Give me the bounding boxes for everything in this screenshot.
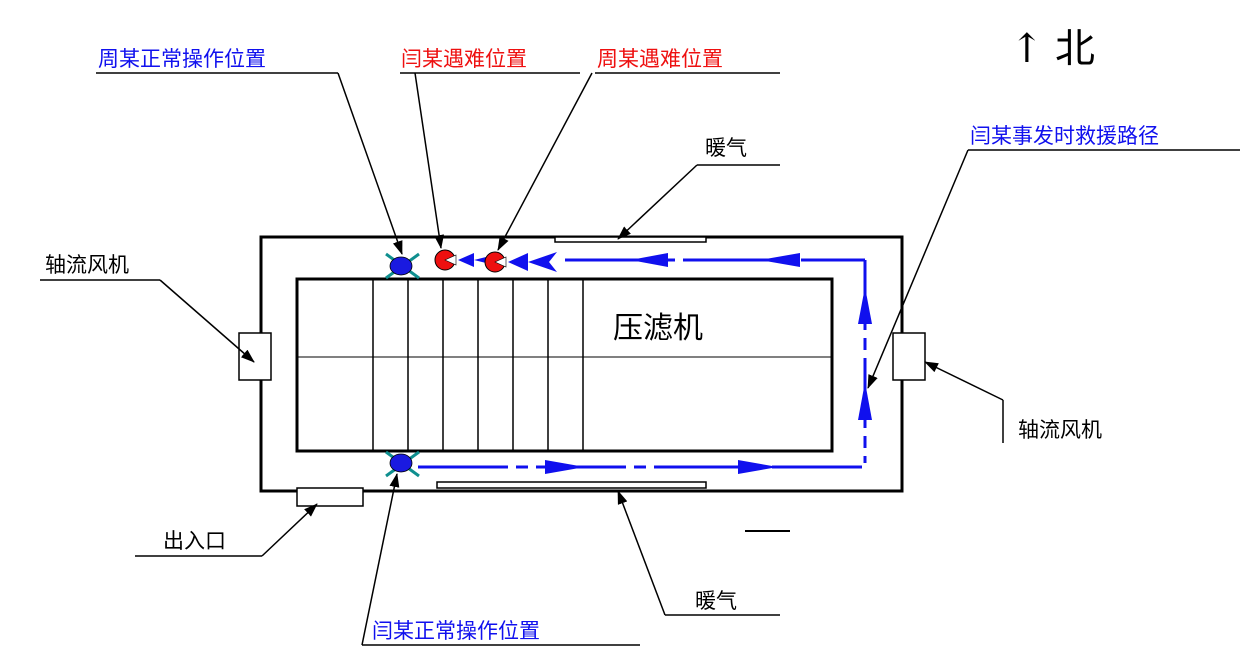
label-entrance: 出入口 bbox=[163, 529, 226, 553]
label-fan-right: 轴流风机 bbox=[1018, 418, 1102, 442]
filter-press bbox=[295, 277, 834, 453]
label-zhou-normal-position: 周某正常操作位置 bbox=[98, 47, 266, 71]
accident-markers bbox=[434, 249, 557, 273]
heater-bottom-box bbox=[436, 481, 707, 489]
north-label: 北 bbox=[1055, 26, 1095, 72]
label-yan-accident-position: 闫某遇难位置 bbox=[401, 47, 527, 71]
heater-top-box bbox=[554, 236, 707, 243]
label-heater-top: 暖气 bbox=[705, 136, 747, 160]
machine-label: 压滤机 bbox=[613, 311, 703, 346]
yan-normal-marker bbox=[385, 450, 420, 478]
north-arrow-icon: ↑ bbox=[1010, 26, 1044, 72]
entrance-box bbox=[296, 487, 364, 507]
label-rescue-path: 闫某事发时救援路径 bbox=[970, 124, 1159, 148]
fan-left-box bbox=[238, 332, 272, 381]
label-yan-normal-position: 闫某正常操作位置 bbox=[372, 619, 540, 643]
fan-right-box bbox=[892, 332, 926, 381]
label-zhou-accident-position: 周某遇难位置 bbox=[597, 47, 723, 71]
rescue-path-arrows bbox=[545, 253, 872, 474]
label-fan-left: 轴流风机 bbox=[45, 253, 129, 277]
leader-lines bbox=[40, 72, 1240, 646]
zhou-normal-marker bbox=[385, 252, 420, 280]
label-heater-bottom: 暖气 bbox=[695, 589, 737, 613]
